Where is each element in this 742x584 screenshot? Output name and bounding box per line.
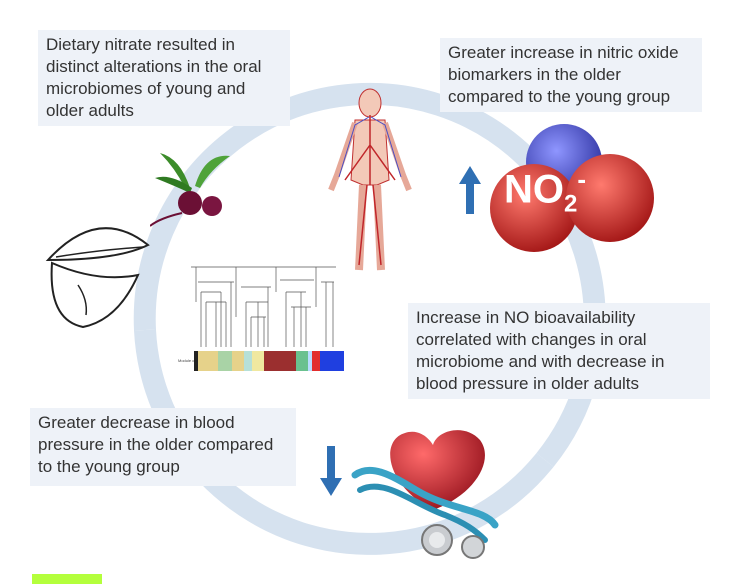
svg-text:Module colors: Module colors bbox=[178, 358, 203, 363]
caption-nitric-oxide-increase: Greater increase in nitric oxide biomark… bbox=[440, 38, 702, 112]
beetroot-icon bbox=[150, 153, 230, 227]
highlight-marker bbox=[32, 574, 102, 584]
up-arrow-icon bbox=[459, 166, 481, 214]
mouth-icon bbox=[45, 227, 150, 329]
caption-blood-pressure-decrease: Greater decrease in blood pressure in th… bbox=[30, 408, 296, 486]
nitrite-molecule-icon: NO2- bbox=[486, 112, 666, 262]
human-vascular-icon bbox=[328, 88, 412, 271]
down-arrow-icon bbox=[320, 446, 342, 496]
dendrogram-icon: Module colors bbox=[178, 266, 344, 371]
caption-nitrate-alterations: Dietary nitrate resulted in distinct alt… bbox=[38, 30, 290, 126]
heart-stethoscope-icon bbox=[351, 430, 499, 559]
nitrite-formula: NO2- bbox=[504, 164, 587, 218]
caption-no-bioavailability: Increase in NO bioavailability correlate… bbox=[408, 303, 710, 399]
